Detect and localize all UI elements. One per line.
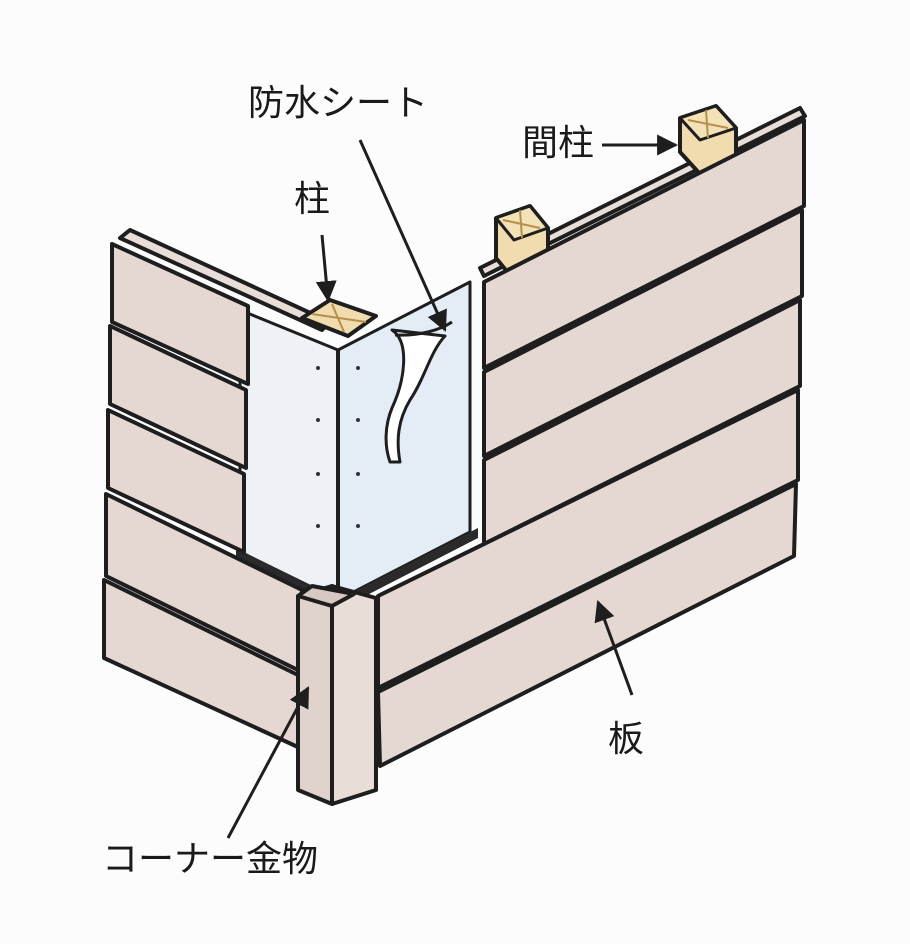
arrow-board [594, 600, 634, 696]
left-siding-boards [102, 242, 304, 750]
label-post: 柱 [294, 179, 331, 220]
label-waterproof-sheet: 防水シート [248, 83, 429, 124]
corner-metal [296, 584, 378, 806]
waterproof-sheet-left [238, 308, 340, 602]
label-stud: 間柱 [522, 123, 595, 164]
nail-dots [316, 366, 360, 528]
arrow-waterproof-sheet [358, 139, 447, 332]
label-board: 板 [608, 719, 645, 760]
arrow-post [315, 234, 337, 303]
waterproof-sheet-curl [384, 328, 447, 464]
right-siding-boards [376, 118, 806, 768]
corner-post [300, 298, 378, 600]
label-corner-metal: コーナー金物 [102, 839, 319, 880]
arrow-corner-metal [226, 686, 310, 839]
